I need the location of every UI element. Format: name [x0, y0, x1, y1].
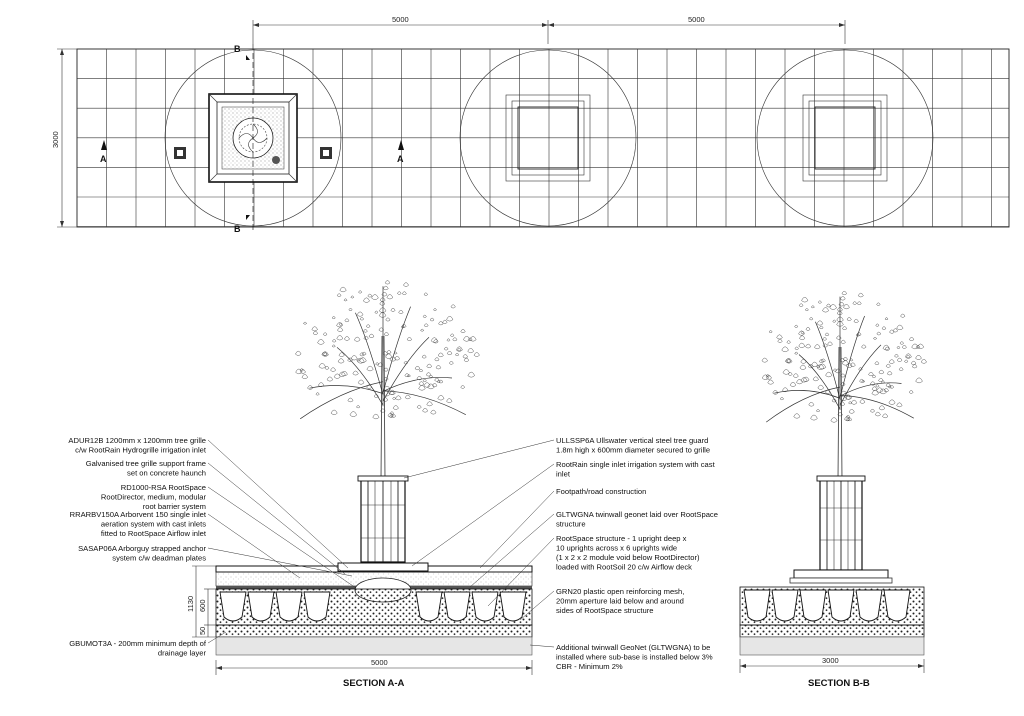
rootspace-cell — [471, 591, 499, 622]
section-marker-a-right: A — [397, 140, 404, 164]
rootspace-cell — [443, 591, 471, 622]
annotation-right-3: GLTWGNA twinwall geonet laid over RootSp… — [556, 510, 718, 529]
rootspace-cell — [247, 591, 275, 622]
annotation-right-5: GRN20 plastic open reinforcing mesh,20mm… — [556, 587, 684, 615]
rootspace-cell — [275, 591, 303, 622]
tree-illustration-bb — [761, 290, 927, 481]
rootspace-cell — [415, 591, 443, 622]
section-bb-dimensions: 3000 — [739, 656, 925, 673]
plan-dim-left: 5000 — [392, 15, 409, 24]
drainage-layer-aa — [215, 624, 533, 638]
section-aa-dimensions: 5000 1130 600 50 — [186, 565, 533, 675]
rootspace-cell — [855, 589, 883, 622]
section-aa-dim-1130: 1130 — [186, 596, 195, 612]
base-layer-aa — [215, 636, 533, 656]
tree-pit-2-canopy — [459, 49, 637, 227]
grille-bb — [793, 569, 889, 579]
section-bb: 3000 SECTION B-B — [739, 290, 927, 689]
tree-pit-2-plan — [505, 94, 591, 182]
tree-guard-bb — [816, 475, 866, 571]
rootspace-cell — [771, 589, 799, 622]
rootspace-cell — [219, 591, 247, 622]
section-aa-dim-600: 600 — [198, 599, 207, 612]
section-marker-b-top: B — [234, 44, 250, 60]
annotation-right-6: Additional twinwall GeoNet (GLTWGNA) to … — [556, 643, 713, 671]
plan-dim-height: 3000 — [51, 131, 60, 148]
section-aa: 5000 1130 600 50 SECTION A-A ADUR12B 120… — [68, 280, 718, 689]
section-marker-a-left: A — [100, 140, 107, 164]
rootspace-cell — [883, 589, 911, 622]
rootspace-cell — [743, 589, 771, 622]
plan-dim-right: 5000 — [688, 15, 705, 24]
annotation-right-2: Footpath/road construction — [556, 487, 646, 496]
plan-dimensions: 5000 5000 3000 — [51, 15, 846, 228]
rootspace-cells-aa — [219, 591, 527, 622]
svg-text:B: B — [234, 44, 241, 54]
anchor-plate-left-icon — [174, 147, 186, 159]
tree-pit-3-plan — [802, 94, 888, 182]
section-marker-b-bottom: B — [234, 215, 250, 234]
rootspace-cell — [499, 591, 527, 622]
tree-illustration-aa — [295, 280, 480, 481]
section-bb-title: SECTION B-B — [808, 678, 870, 689]
section-aa-dim-width: 5000 — [371, 658, 388, 667]
rootspace-cell — [827, 589, 855, 622]
svg-text:A: A — [100, 154, 107, 164]
plan-view: A A B B 5000 5000 — [51, 15, 1010, 234]
svg-text:A: A — [397, 154, 404, 164]
svg-text:B: B — [234, 224, 241, 234]
section-bb-dim-width: 3000 — [822, 656, 839, 665]
section-aa-dim-50: 50 — [198, 627, 207, 635]
section-aa-title: SECTION A-A — [343, 678, 405, 689]
tree-guard-aa — [357, 475, 409, 563]
annotation-right-0: ULLSSP6A Ullswater vertical steel tree g… — [556, 436, 710, 455]
drainage-layer-bb — [739, 624, 925, 638]
tree-pit-3-canopy — [756, 49, 934, 227]
rootspace-cell — [799, 589, 827, 622]
anchor-plate-right-icon — [320, 147, 332, 159]
base-layer-bb — [739, 636, 925, 656]
rootspace-cells-bb — [743, 589, 911, 622]
annotation-right-1: RootRain single inlet irrigation system … — [556, 460, 716, 479]
rootspace-cell — [303, 591, 331, 622]
